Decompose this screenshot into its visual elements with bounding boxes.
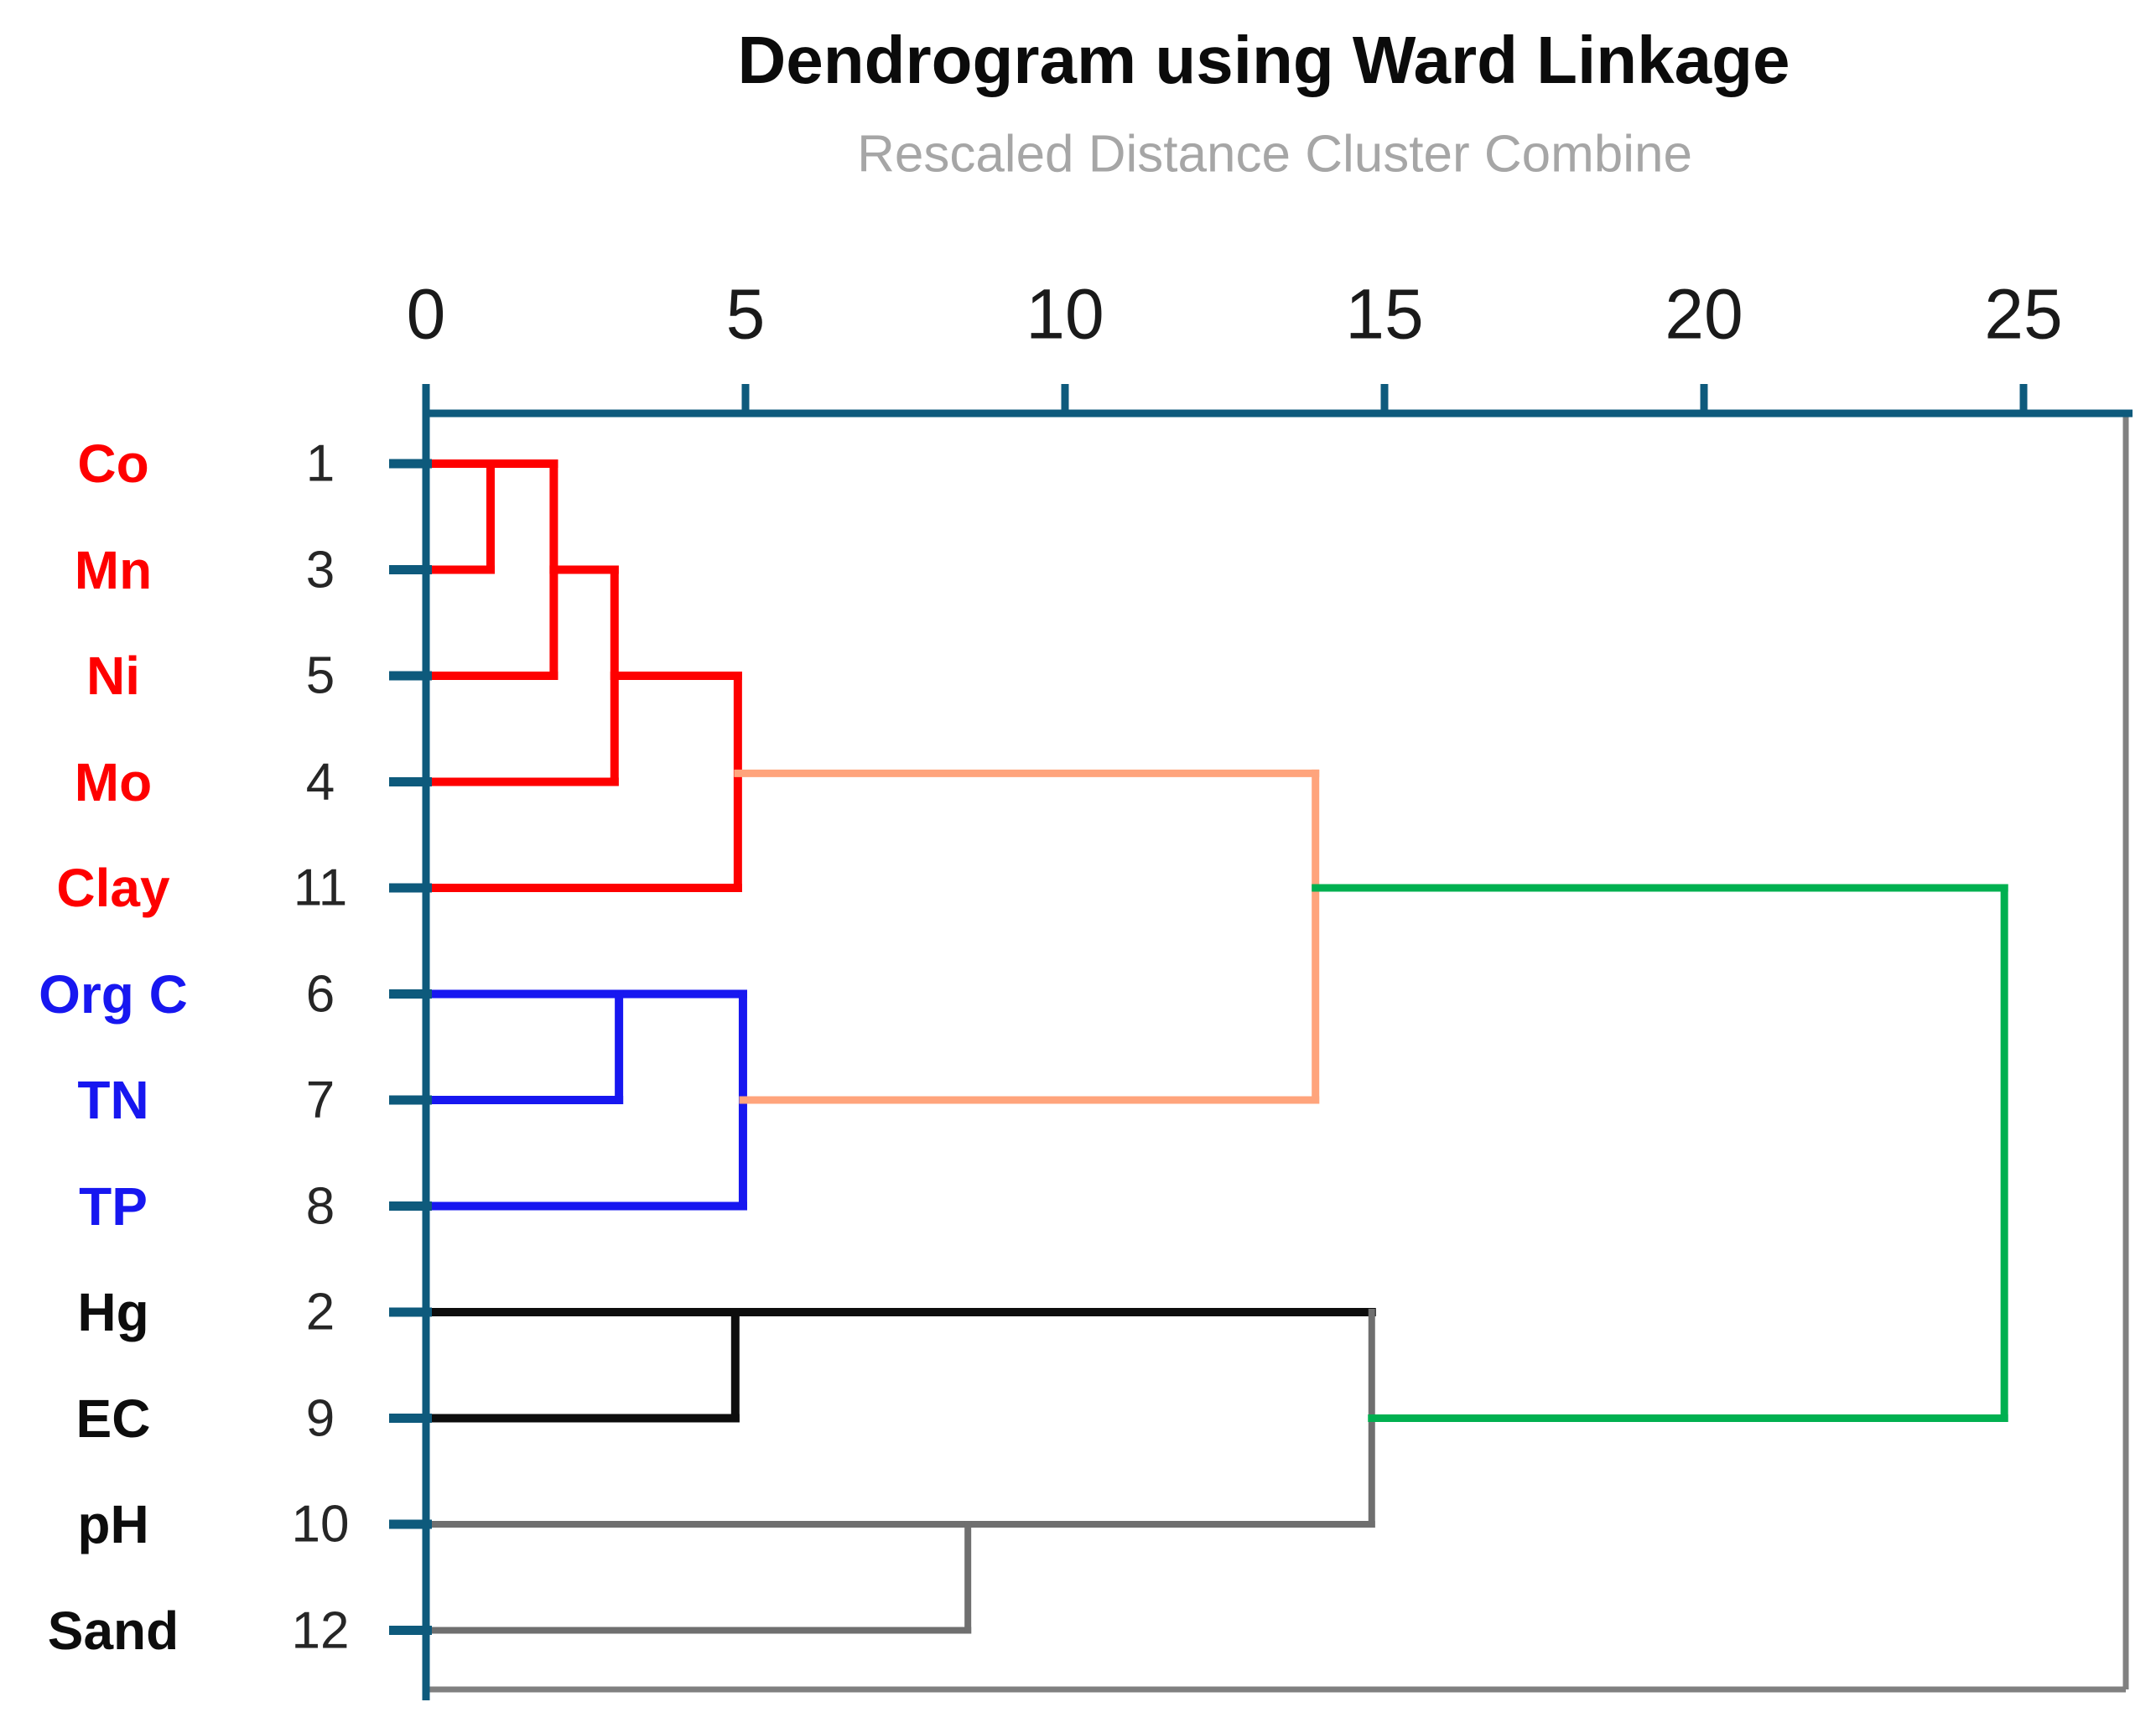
leaf-label: TN [77,1070,149,1130]
leaf-case-number: 8 [305,1177,335,1235]
axis-tick-label: 25 [1984,274,2063,354]
leaf-label: Mn [74,539,153,600]
axis-tick-label: 15 [1345,274,1424,354]
leaf-case-number: 7 [305,1071,335,1129]
chart-subtitle: Rescaled Distance Cluster Combine [857,125,1692,184]
axis-tick-label: 5 [725,274,766,354]
leaf-label: TP [79,1175,148,1237]
leaf-case-number: 11 [293,859,348,917]
leaf-label: Hg [77,1282,149,1342]
axis-tick-label: 20 [1665,274,1743,354]
leaf-label: Ni [86,646,140,706]
leaf-case-number: 10 [291,1495,350,1554]
leaf-case-number: 1 [305,434,335,493]
leaf-case-number: 12 [291,1601,350,1659]
leaf-case-number: 2 [305,1283,335,1341]
leaf-label: Clay [56,858,170,918]
leaf-label: EC [75,1388,151,1449]
chart-title: Dendrogram using Ward Linkage [737,23,1790,97]
leaf-case-number: 5 [305,646,335,705]
leaf-case-number: 6 [305,965,335,1023]
leaf-label: pH [77,1494,149,1554]
leaf-case-number: 3 [305,541,335,599]
leaf-label: Sand [47,1600,179,1661]
axis-tick-label: 10 [1026,274,1104,354]
leaf-label: Mo [74,751,153,812]
leaf-label: Org C [39,963,188,1025]
axis-tick-label: 0 [406,274,446,354]
leaf-case-number: 4 [305,753,335,811]
leaf-label: Co [77,433,149,494]
leaf-case-number: 9 [305,1389,335,1447]
